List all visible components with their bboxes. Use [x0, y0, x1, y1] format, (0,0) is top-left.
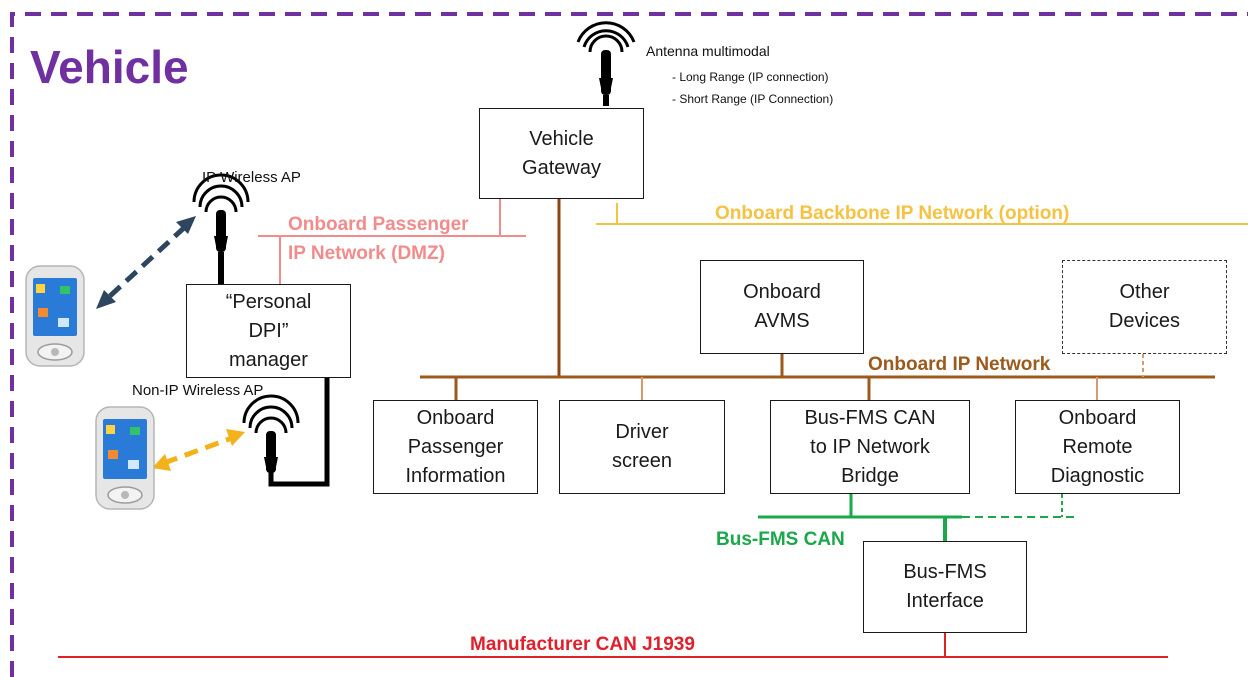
bus-fms-can-label: Bus-FMS CAN: [716, 529, 845, 550]
manufacturer-can-lines: [58, 633, 1168, 658]
onboard-passenger-information-box: Onboard Passenger Information: [373, 400, 538, 494]
non-ip-wireless-ap-antenna-icon: [242, 394, 300, 473]
onboard-ip-network-label: Onboard IP Network: [868, 354, 1051, 375]
ip-wireless-ap-antenna-icon: [192, 173, 250, 284]
onboard-remote-diagnostic-box: Onboard Remote Diagnostic: [1015, 400, 1180, 494]
passenger-network-label-line2: IP Network (DMZ): [288, 243, 445, 264]
handheld-device-bottom-icon: [95, 406, 155, 510]
ip-wireless-link-arrow: [96, 216, 196, 309]
bus-fms-can-to-ip-bridge-box: Bus-FMS CAN to IP Network Bridge: [770, 400, 970, 494]
antenna-short-range: - Short Range (IP Connection): [672, 92, 834, 106]
onboard-ip-network-lines: [420, 354, 1215, 400]
antenna-long-range: - Long Range (IP connection): [672, 70, 829, 84]
backbone-network-lines: [596, 203, 1248, 225]
ip-wireless-ap-label: IP Wireless AP: [202, 169, 301, 186]
vehicle-gateway-box: Vehicle Gateway: [479, 108, 644, 199]
bus-fms-interface-box: Bus-FMS Interface: [863, 541, 1027, 633]
non-ip-wireless-ap-label: Non-IP Wireless AP: [132, 382, 264, 399]
non-ip-wireless-link-arrow: [152, 429, 245, 471]
backbone-network-label: Onboard Backbone IP Network (option): [715, 203, 1070, 224]
passenger-network-label-line1: Onboard Passenger: [288, 214, 469, 235]
antenna-label: Antenna multimodal: [646, 43, 770, 59]
manufacturer-can-label: Manufacturer CAN J1939: [470, 634, 695, 655]
other-devices-box: Other Devices: [1062, 260, 1227, 354]
antenna-multimodal-icon: [576, 21, 636, 106]
bus-fms-can-lines: [758, 494, 1077, 541]
personal-dpi-manager-box: “Personal DPI” manager: [186, 284, 351, 378]
vehicle-title: Vehicle: [30, 41, 189, 93]
non-ip-ap-connection-line: [268, 378, 330, 487]
handheld-device-top-icon: [25, 265, 85, 367]
onboard-avms-box: Onboard AVMS: [700, 260, 864, 354]
passenger-network-lines: [258, 198, 526, 284]
vehicle-frame: [10, 12, 1248, 677]
driver-screen-box: Driver screen: [559, 400, 725, 494]
